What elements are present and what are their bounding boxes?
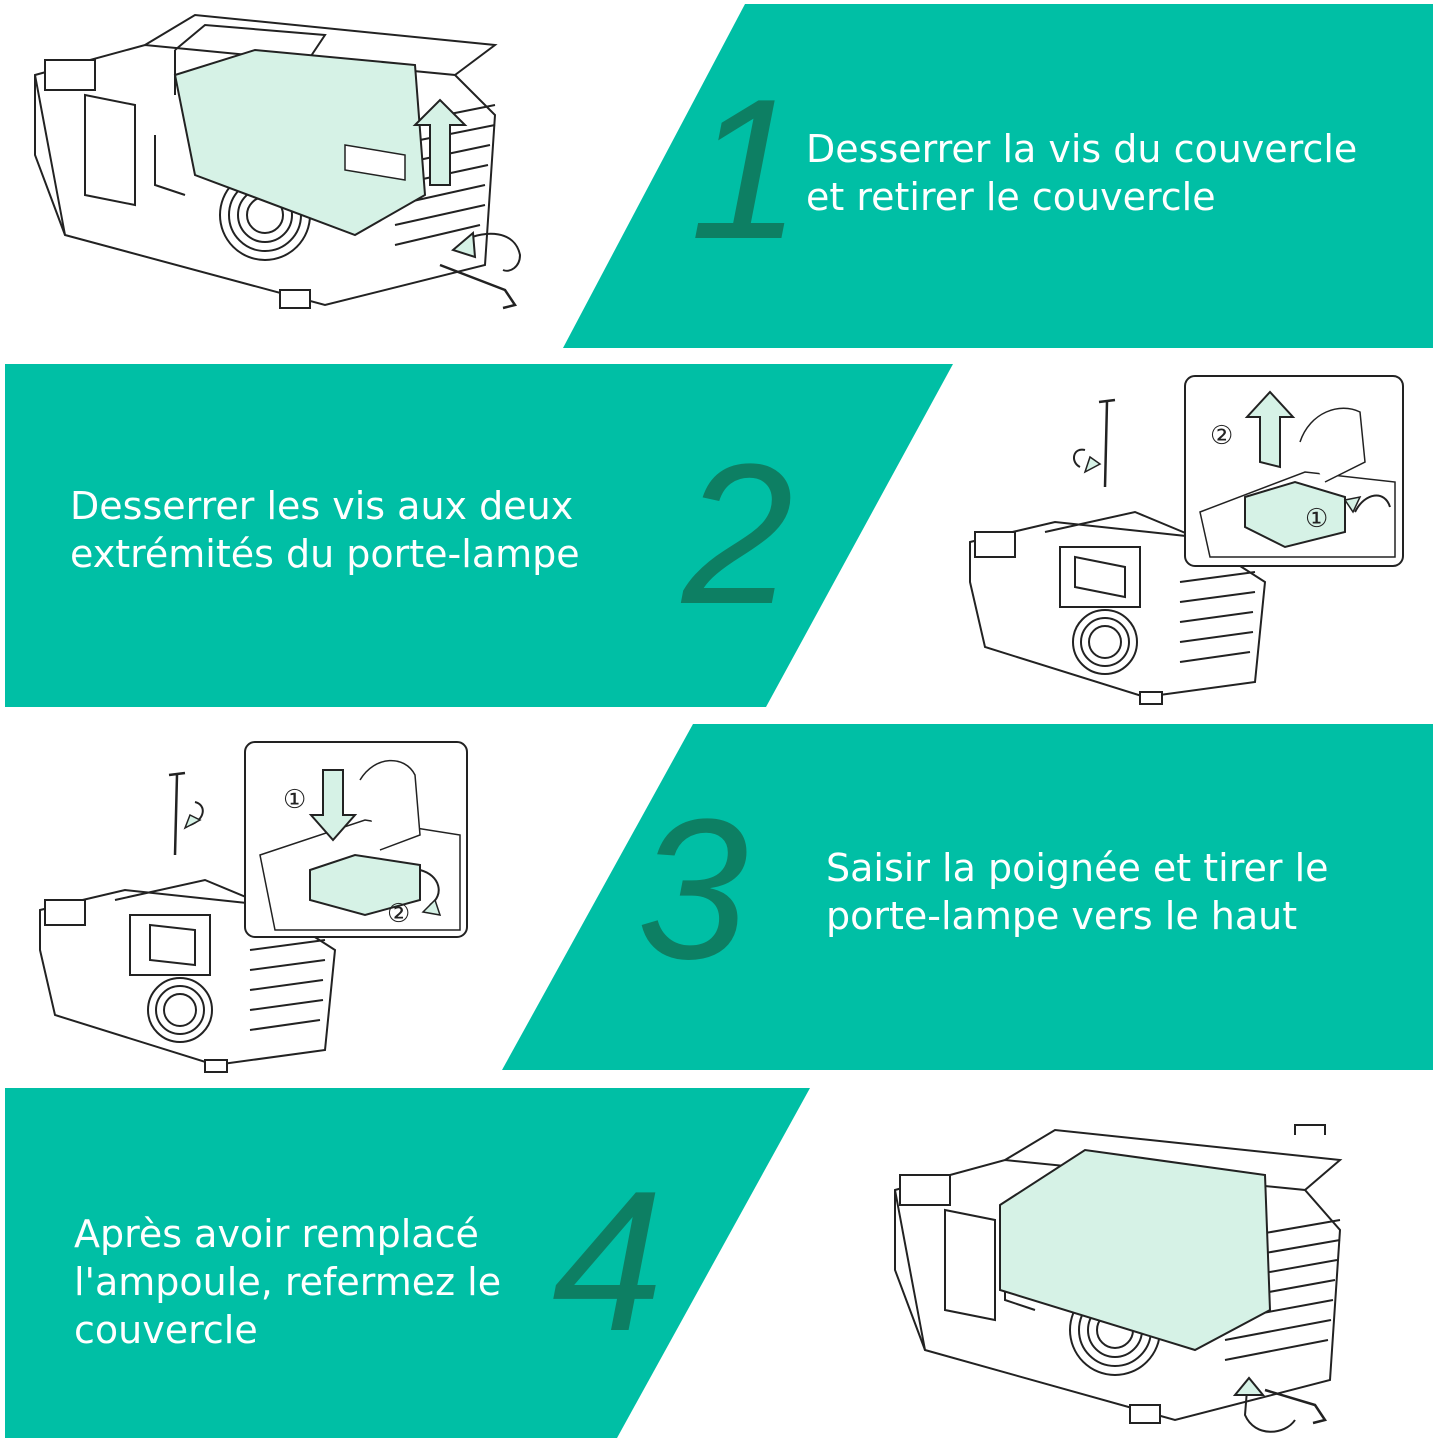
step-3-line-1: Saisir la poignée et tirer le	[826, 846, 1329, 890]
step-1-number: 1	[690, 58, 802, 281]
step-4: 4 Après avoir remplacé l'ampoule, referm…	[0, 1080, 1437, 1440]
step-3-illustration: ① ②	[39, 741, 468, 1073]
step-1-instruction: Desserrer la vis du couvercle et retirer…	[806, 125, 1357, 221]
step-3-band	[502, 724, 1433, 1070]
step-3: 3 Saisir la poignée et tirer le porte-la…	[0, 720, 1437, 1080]
step-2-band	[5, 364, 953, 707]
step-3-line-2: porte-lampe vers le haut	[826, 894, 1298, 938]
step-4-number: 4	[552, 1150, 664, 1373]
step-3-number: 3	[637, 778, 749, 1001]
step-4-instruction: Après avoir remplacé l'ampoule, refermez…	[74, 1210, 501, 1354]
step-2-number: 2	[682, 423, 794, 646]
step-1-line-2: et retirer le couvercle	[806, 175, 1216, 219]
step-2-illustration: ② ①	[969, 375, 1404, 705]
step-1-illustration	[34, 13, 522, 310]
step-4-line-1: Après avoir remplacé	[74, 1212, 479, 1256]
step-3-callout-2: ②	[387, 899, 410, 929]
step-2: 2 Desserrer les vis aux deux extrémités …	[0, 360, 1437, 720]
step-3-callout-1: ①	[283, 785, 306, 815]
step-2-line-1: Desserrer les vis aux deux	[70, 484, 574, 528]
step-2-line-2: extrémités du porte-lampe	[70, 532, 580, 576]
step-4-band	[5, 1088, 810, 1438]
step-4-illustration	[894, 1124, 1343, 1433]
step-1: 1 Desserrer la vis du couvercle et retir…	[0, 0, 1437, 360]
step-1-line-1: Desserrer la vis du couvercle	[806, 127, 1358, 171]
step-3-instruction: Saisir la poignée et tirer le porte-lamp…	[826, 844, 1329, 940]
step-2-instruction: Desserrer les vis aux deux extrémités du…	[70, 482, 580, 578]
step-1-band	[563, 4, 1433, 348]
step-2-callout-1: ①	[1305, 504, 1328, 534]
step-4-line-2: l'ampoule, refermez le	[74, 1260, 502, 1304]
step-4-line-3: couvercle	[74, 1308, 258, 1352]
step-2-callout-2: ②	[1210, 421, 1233, 451]
